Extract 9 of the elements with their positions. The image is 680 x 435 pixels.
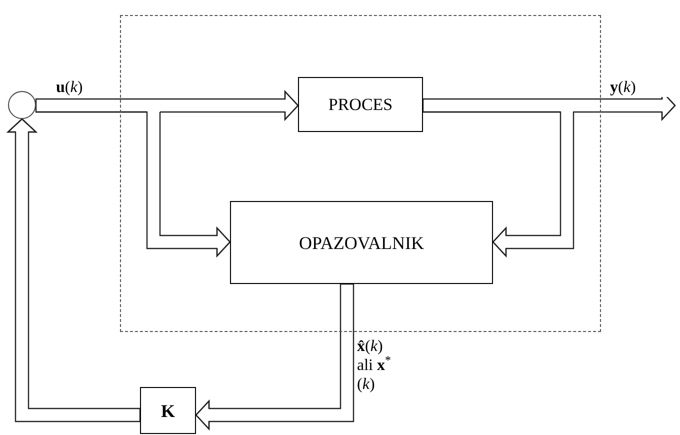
box-label: K: [160, 402, 175, 420]
edge-label: y(k): [610, 78, 670, 98]
gain-box: [140, 387, 196, 434]
box-label: OPAZOVALNIK: [298, 234, 424, 252]
summing-junction: [8, 91, 36, 119]
process-box: [298, 77, 423, 132]
observer-box: [230, 201, 493, 284]
dashed-boundary: [120, 15, 601, 332]
box-label: PROCES: [328, 96, 393, 113]
